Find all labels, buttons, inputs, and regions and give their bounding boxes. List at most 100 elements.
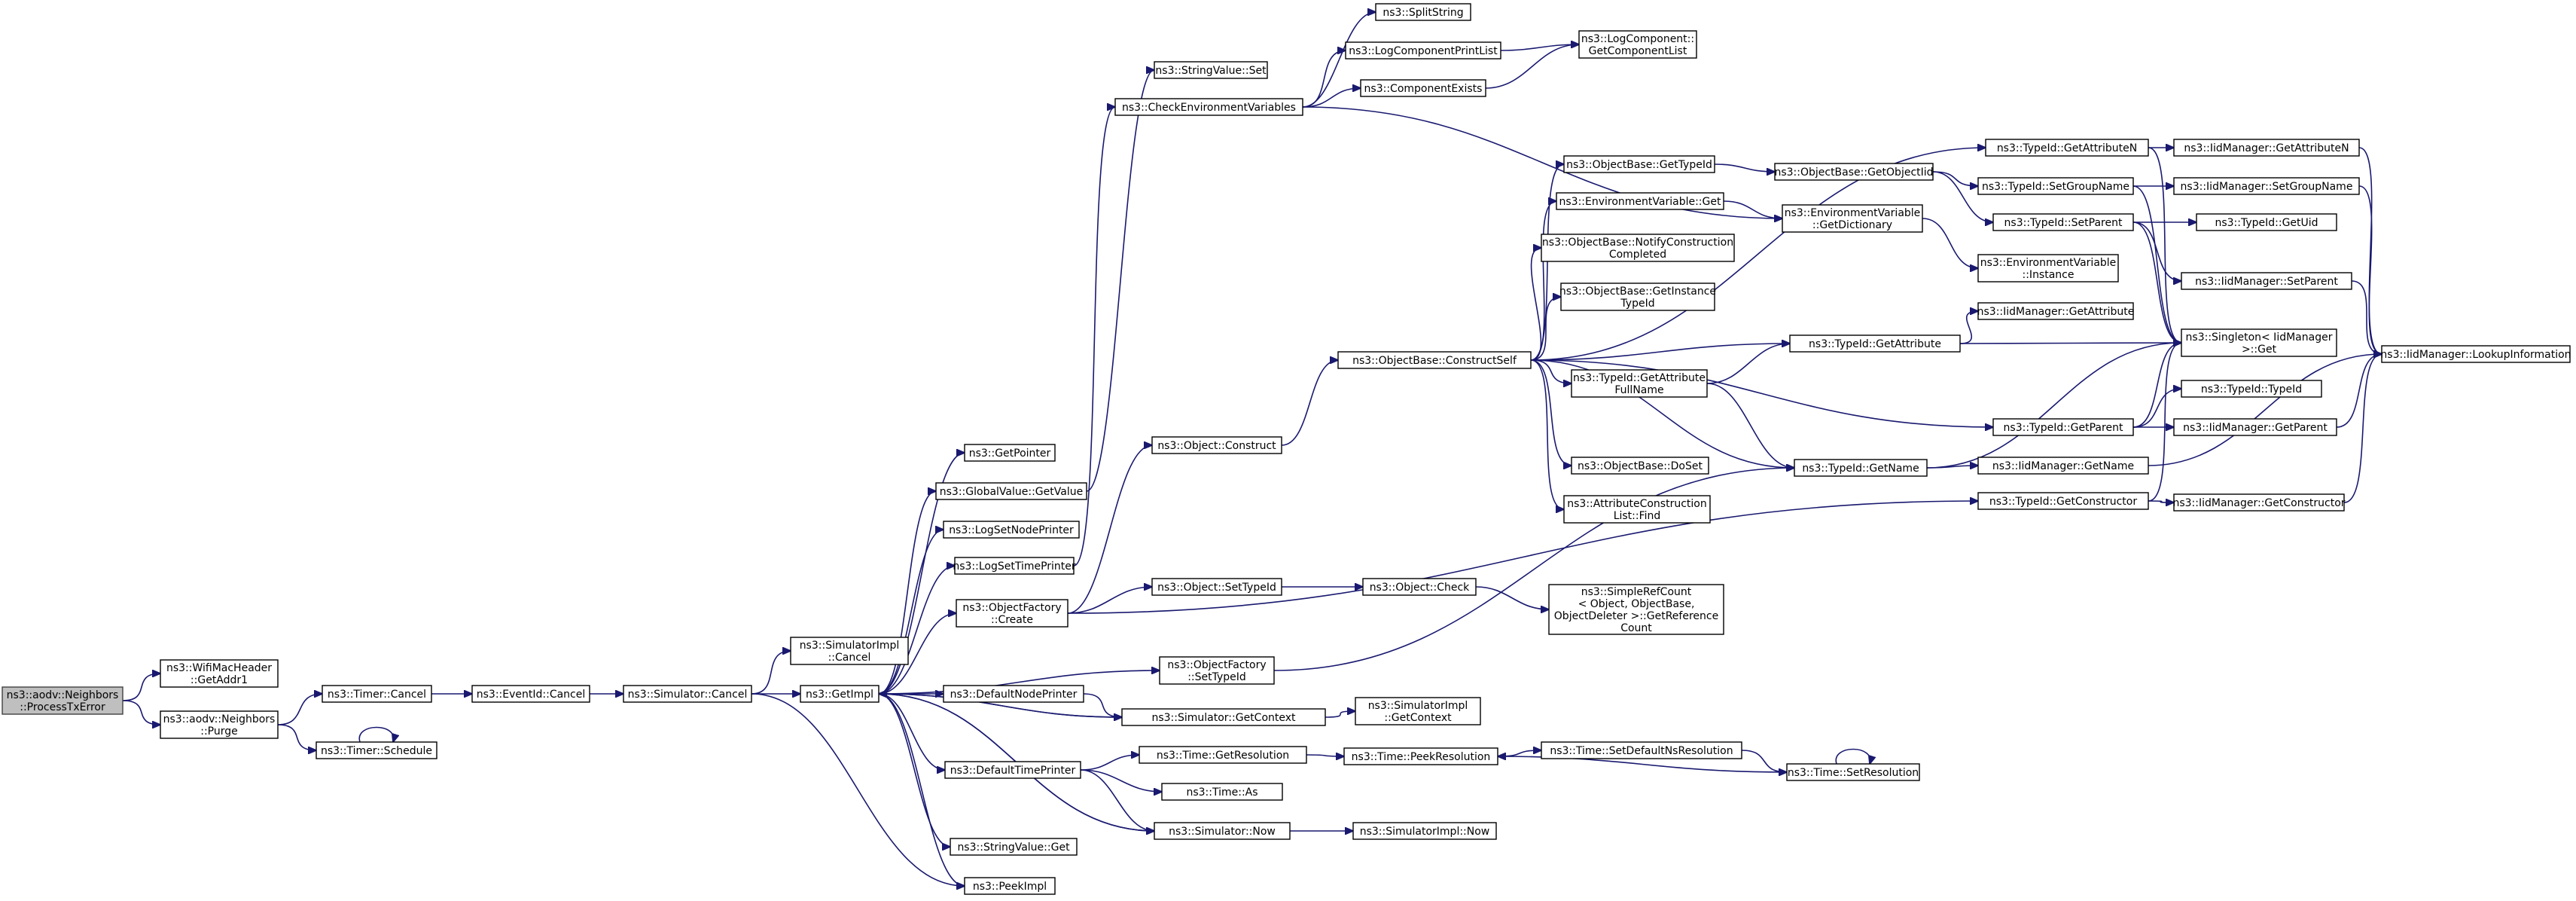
node-envinstance[interactable]: ns3::EnvironmentVariable::Instance [1977,254,2119,283]
node-logsettimeprinter[interactable]: ns3::LogSetTimePrinter [953,557,1076,575]
node-obdoset[interactable]: ns3::ObjectBase::DoSet [1571,457,1709,475]
edge-getimpl-to-defaulttimeprinter [878,693,945,770]
node-tidgetname[interactable]: ns3::TypeId::GetName [1794,459,1928,477]
node-label: ObjectDeleter >::GetReference [1554,610,1718,622]
node-simplerefcount[interactable]: ns3::SimpleRefCount< Object, ObjectBase,… [1548,584,1724,635]
node-box [1992,418,2134,436]
node-compexists[interactable]: ns3::ComponentExists [1360,79,1486,97]
node-defaultnodeprinter[interactable]: ns3::DefaultNodePrinter [943,685,1084,703]
node-label: ::SetTypeId [1187,671,1246,683]
node-ofcreate[interactable]: ns3::ObjectFactory::Create [956,599,1069,628]
node-label: ns3::Time::GetResolution [1157,750,1289,762]
node-envgetdict[interactable]: ns3::EnvironmentVariable::GetDictionary [1782,204,1923,233]
node-getimpl[interactable]: ns3::GetImpl [800,685,879,703]
node-box [1360,79,1486,97]
node-ofsettypeid[interactable]: ns3::ObjectFactory::SetTypeId [1159,656,1275,685]
node-box [1151,436,1282,454]
node-objcheck[interactable]: ns3::Object::Check [1362,578,1477,596]
node-peekimpl[interactable]: ns3::PeekImpl [964,877,1056,895]
node-tidgetattribute[interactable]: ns3::TypeId::GetAttribute [1789,334,1961,353]
node-box [1161,783,1283,801]
node-timeas[interactable]: ns3::Time::As [1161,783,1283,801]
node-label: ns3::IidManager::GetName [1992,460,2134,472]
edge-iidgetattributen-to-iidlookupinfo [2358,147,2382,354]
node-obgetobjectiid[interactable]: ns3::ObjectBase::GetObjectIid [1774,163,1934,181]
node-logsetnodeprinter[interactable]: ns3::LogSetNodePrinter [943,521,1080,539]
node-label: ns3::ObjectFactory [962,602,1061,614]
node-obnotify[interactable]: ns3::ObjectBase::NotifyConstructionCompl… [1541,234,1735,262]
node-obgettypeid[interactable]: ns3::ObjectBase::GetTypeId [1563,155,1715,173]
node-box [1786,763,1920,781]
node-tidgetconstructor[interactable]: ns3::TypeId::GetConstructor [1977,492,2149,510]
node-label: Count [1620,622,1652,634]
node-iidgetname[interactable]: ns3::IidManager::GetName [1977,457,2149,475]
node-label: ::Purge [200,725,238,738]
node-checkenv[interactable]: ns3::CheckEnvironmentVariables [1114,98,1303,116]
node-iidgetattributen[interactable]: ns3::IidManager::GetAttributeN [2173,139,2360,157]
node-box [1794,459,1928,477]
node-tidgetuid[interactable]: ns3::TypeId::GetUid [2196,213,2337,231]
node-label: ns3::TypeId::GetUid [2215,217,2318,229]
node-timegetres[interactable]: ns3::Time::GetResolution [1139,746,1307,764]
edge-gvgetvalue-to-svset [1086,70,1154,492]
node-tidgetparent[interactable]: ns3::TypeId::GetParent [1992,418,2134,436]
node-simimplcancel[interactable]: ns3::SimulatorImpl::Cancel [790,637,909,665]
node-defaulttimeprinter[interactable]: ns3::DefaultTimePrinter [944,761,1081,779]
node-timerschedule[interactable]: ns3::Timer::Schedule [316,741,437,759]
node-label: ns3::TypeId::GetAttribute [1573,372,1706,384]
node-root[interactable]: ns3::aodv::Neighbors::ProcessTxError [2,686,123,715]
node-objconstruct[interactable]: ns3::Object::Construct [1151,436,1282,454]
node-timesetres[interactable]: ns3::Time::SetResolution [1786,763,1920,781]
node-gvgetvalue[interactable]: ns3::GlobalValue::GetValue [935,482,1087,500]
node-singletonget[interactable]: ns3::Singleton< IidManager>::Get [2181,328,2337,357]
node-label: ns3::TypeId::SetGroupName [1982,181,2129,193]
node-simimplnow[interactable]: ns3::SimulatorImpl::Now [1352,822,1497,840]
node-objsettypeid[interactable]: ns3::Object::SetTypeId [1151,578,1282,596]
node-eventidcancel[interactable]: ns3::EventId::Cancel [471,685,590,703]
node-iidgetattribute[interactable]: ns3::IidManager::GetAttribute [1977,302,2135,320]
node-iidgetconstructor[interactable]: ns3::IidManager::GetConstructor [2172,493,2346,512]
node-logcompprintlist[interactable]: ns3::LogComponentPrintList [1345,41,1501,60]
node-box [2181,328,2337,357]
node-splitstring[interactable]: ns3::SplitString [1375,3,1471,21]
node-wifigetaddr1[interactable]: ns3::WifiMacHeader::GetAddr1 [160,659,279,688]
node-timesetdefns[interactable]: ns3::Time::SetDefaultNsResolution [1541,741,1742,759]
node-iidsetparent[interactable]: ns3::IidManager::SetParent [2181,272,2352,290]
node-label: ns3::EnvironmentVariable [1785,207,1921,219]
node-box [944,761,1081,779]
node-tidtypeid[interactable]: ns3::TypeId::TypeId [2181,380,2322,398]
node-purge[interactable]: ns3::aodv::Neighbors::Purge [160,710,279,739]
node-timepeekres[interactable]: ns3::Time::PeekResolution [1343,747,1498,765]
edge-iidgetparent-to-iidlookupinfo [2336,354,2382,428]
node-box [2173,139,2360,157]
node-simimplgetcontext[interactable]: ns3::SimulatorImpl::GetContext [1355,697,1481,725]
edge-constructself-to-tidgetparent [1530,359,1993,427]
node-svset[interactable]: ns3::StringValue::Set [1154,61,1268,79]
node-simcancel[interactable]: ns3::Simulator::Cancel [623,685,752,703]
node-label: ns3::Simulator::Cancel [628,689,748,701]
edge-defaulttimeprinter-to-timeas [1080,769,1162,792]
node-tidgetattributen[interactable]: ns3::TypeId::GetAttributeN [1985,139,2149,157]
node-getpointer[interactable]: ns3::GetPointer [964,444,1056,462]
node-envget[interactable]: ns3::EnvironmentVariable::Get [1556,192,1724,210]
node-constructself[interactable]: ns3::ObjectBase::ConstructSelf [1337,351,1532,369]
node-box [2196,213,2337,231]
node-simnow[interactable]: ns3::Simulator::Now [1154,822,1291,840]
edge-tidgetparent-to-singletonget [2132,343,2181,428]
node-box [964,877,1056,895]
node-label: ns3::PeekImpl [973,881,1047,893]
node-tidsetgroupname[interactable]: ns3::TypeId::SetGroupName [1977,177,2134,195]
node-svget[interactable]: ns3::StringValue::Get [950,838,1078,856]
node-box [943,685,1084,703]
node-simgetcontext[interactable]: ns3::Simulator::GetContext [1121,708,1326,726]
edge-tidsetparent-to-iidsetparent [2132,221,2181,281]
node-iidsetgroupname[interactable]: ns3::IidManager::SetGroupName [2173,177,2360,195]
node-iidgetparent[interactable]: ns3::IidManager::GetParent [2173,418,2337,436]
node-iidlookupinfo[interactable]: ns3::IidManager::LookupInformation [2380,345,2571,363]
node-tidsetparent[interactable]: ns3::TypeId::SetParent [1992,213,2134,231]
node-logcompgetlist[interactable]: ns3::LogComponent::GetComponentList [1578,30,1697,59]
node-timercancel[interactable]: ns3::Timer::Cancel [322,685,432,703]
